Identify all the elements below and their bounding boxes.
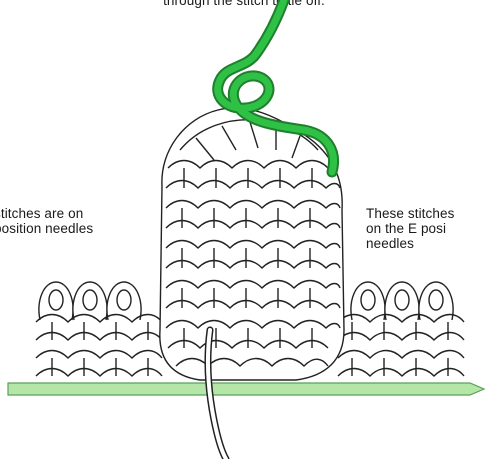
- knit-rows-left: [36, 315, 162, 377]
- stitch-eye-right-2: [395, 290, 409, 310]
- stitch-eye-left-2: [83, 290, 97, 310]
- stitch-eye-right-3: [429, 290, 443, 310]
- knit-rows-right: [338, 315, 464, 377]
- stitch-eye-left-3: [117, 290, 131, 310]
- knitting-needle: [8, 383, 484, 395]
- stitch-eye-right-1: [361, 290, 375, 310]
- left-stitch-group: [36, 282, 162, 376]
- stitch-legs-right: [352, 322, 448, 376]
- right-stitch-group: [338, 282, 464, 376]
- central-knitted-panel: [160, 108, 344, 380]
- stitch-legs-left: [52, 322, 148, 376]
- stitch-eye-left-1: [49, 290, 63, 310]
